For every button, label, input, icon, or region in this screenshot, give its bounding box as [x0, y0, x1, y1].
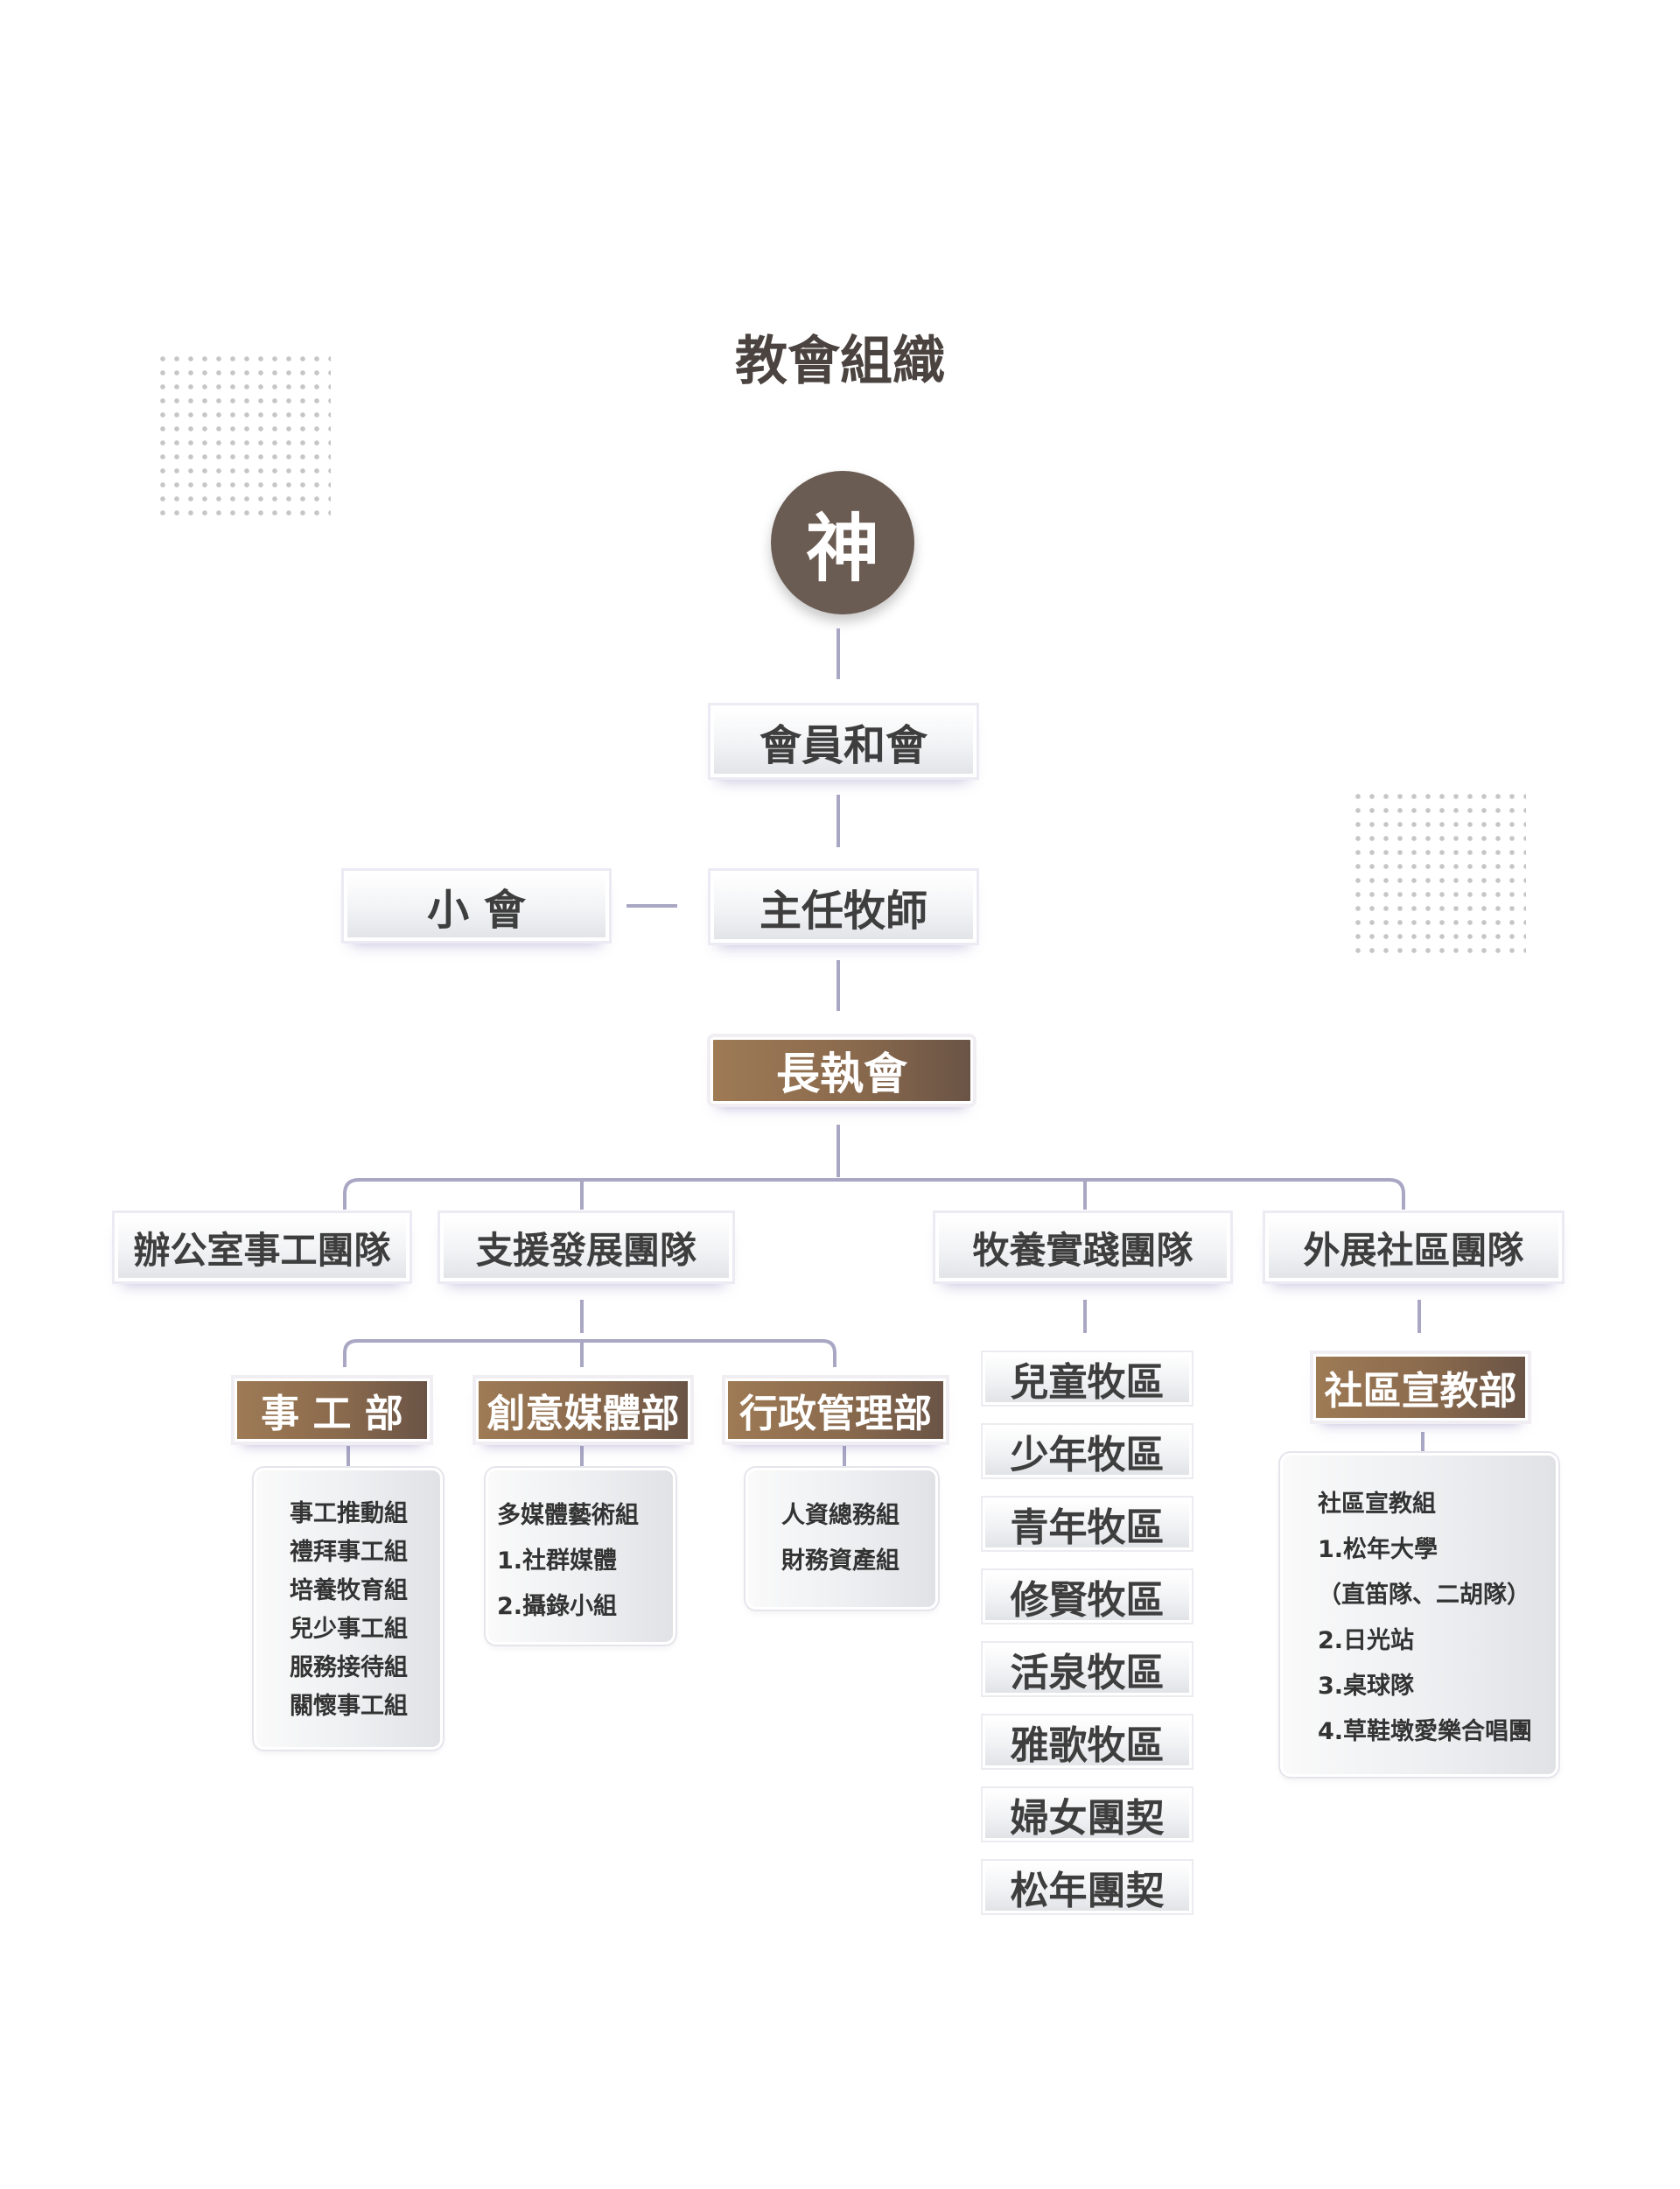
team-pastoral: 牧養實踐團隊 [933, 1210, 1233, 1284]
root-node-god: 神 [771, 471, 914, 614]
list-item: 財務資產組 [781, 1547, 900, 1575]
general-assembly-box: 會員和會 [708, 703, 979, 780]
list-item: 2.攝錄小組 [497, 1593, 618, 1620]
list-item: 多媒體藝術組 [497, 1502, 639, 1529]
list-item: 1.社群媒體 [497, 1547, 618, 1575]
list-item: 兒少事工組 [290, 1616, 408, 1643]
pastoral-district: 松年團契 [981, 1859, 1194, 1915]
pastoral-district: 少年牧區 [981, 1423, 1194, 1479]
list-item: 關懷事工組 [290, 1693, 408, 1720]
pastoral-district: 婦女團契 [981, 1786, 1194, 1842]
list-item: 1.松年大學 [1318, 1536, 1438, 1563]
panel-ministry-groups: 事工推動組 禮拜事工組 培養牧育組 兒少事工組 服務接待組 關懷事工組 [252, 1466, 444, 1751]
dot-pattern-left [156, 352, 331, 520]
list-item: 3.桌球隊 [1318, 1673, 1415, 1700]
list-item: （直笛隊、二胡隊） [1318, 1582, 1530, 1609]
department-media: 創意媒體部 [472, 1375, 694, 1445]
list-item: 禮拜事工組 [290, 1539, 408, 1566]
connector-ministry-to-panel [346, 1446, 350, 1481]
connector-team-branch [343, 1178, 1405, 1210]
page-title: 教會組織 [735, 331, 945, 392]
pastoral-district: 活泉牧區 [981, 1641, 1194, 1697]
senior-pastor-box: 主任牧師 [708, 868, 979, 945]
department-ministry: 事 工 部 [231, 1375, 433, 1445]
list-item: 2.日光站 [1318, 1627, 1415, 1654]
list-item: 服務接待組 [290, 1654, 408, 1681]
pastoral-district: 青年牧區 [981, 1496, 1194, 1552]
list-item: 培養牧育組 [290, 1577, 408, 1604]
list-item: 4.草鞋墩愛樂合唱團 [1318, 1718, 1533, 1745]
list-item: 人資總務組 [781, 1502, 900, 1529]
team-support: 支援發展團隊 [438, 1210, 735, 1284]
pastoral-district: 兒童牧區 [981, 1351, 1194, 1407]
pastoral-district: 修賢牧區 [981, 1568, 1194, 1624]
connector-community-to-panel [1421, 1432, 1424, 1467]
department-admin: 行政管理部 [722, 1375, 949, 1445]
connector-board-down [836, 1125, 840, 1177]
connector-admin-to-panel [843, 1446, 846, 1481]
pastoral-district: 雅歌牧區 [981, 1714, 1194, 1770]
department-community: 社區宣教部 [1310, 1351, 1531, 1424]
panel-media-groups: 多媒體藝術組 1.社群媒體 2.攝錄小組 [484, 1466, 677, 1646]
connector-pastor-to-board [836, 960, 840, 1011]
connector-media-to-panel [580, 1446, 584, 1481]
team-office: 辦公室事工團隊 [112, 1210, 412, 1284]
connector-root-to-assembly [836, 628, 840, 679]
connector-pastoral-down [1083, 1300, 1087, 1333]
connector-pastor-to-session [626, 904, 677, 908]
panel-community-groups: 社區宣教組 1.松年大學 （直笛隊、二胡隊） 2.日光站 3.桌球隊 4.草鞋墩… [1278, 1451, 1560, 1779]
session-box: 小 會 [341, 868, 612, 944]
connector-outreach-down [1418, 1300, 1421, 1333]
connector-support-down [580, 1300, 584, 1333]
panel-admin-groups: 人資總務組 財務資產組 [744, 1466, 940, 1611]
dot-pattern-right [1351, 789, 1526, 958]
board-box: 長執會 [707, 1034, 976, 1107]
team-outreach: 外展社區團隊 [1263, 1210, 1564, 1284]
list-item: 社區宣教組 [1318, 1491, 1436, 1518]
list-item: 事工推動組 [290, 1500, 408, 1527]
connector-assembly-to-pastor [836, 795, 840, 847]
connector-department-branch [343, 1339, 836, 1367]
